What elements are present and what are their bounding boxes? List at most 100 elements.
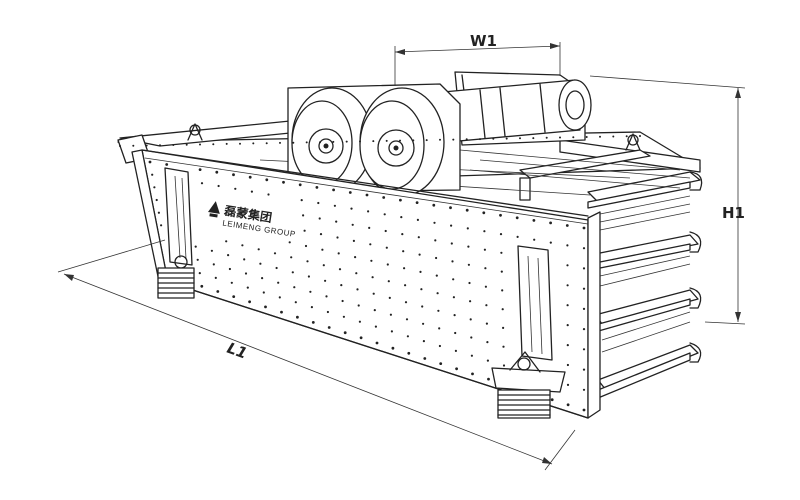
rivet <box>550 398 554 402</box>
rivet <box>300 199 303 202</box>
rivet <box>467 245 470 248</box>
rivet <box>566 344 569 347</box>
rivet <box>566 284 569 287</box>
rivet <box>435 256 438 260</box>
rivet <box>291 271 294 274</box>
rivet <box>389 313 392 316</box>
rivet <box>198 272 201 275</box>
rivet <box>367 210 370 213</box>
rivet <box>351 223 354 226</box>
rivet <box>298 183 302 187</box>
rivet <box>232 295 236 298</box>
rivet <box>450 242 453 245</box>
rivet <box>292 141 295 144</box>
rivet <box>342 315 345 318</box>
rivet <box>307 275 310 278</box>
rivet <box>582 408 586 412</box>
rivet <box>582 226 586 230</box>
rivet <box>318 217 321 220</box>
rivet <box>470 336 473 339</box>
h1-label: H1 <box>722 204 745 222</box>
rivet <box>241 244 244 247</box>
rivet <box>248 175 252 179</box>
rivet <box>145 144 148 147</box>
rivet <box>482 211 486 215</box>
rivet <box>355 272 358 275</box>
rivet <box>505 137 508 140</box>
rivet <box>303 229 306 232</box>
rivet <box>324 279 327 282</box>
rivet <box>401 233 404 236</box>
rivet <box>500 270 503 273</box>
rivet <box>356 288 359 291</box>
rivet <box>406 335 409 338</box>
rivet <box>515 216 519 220</box>
rivet <box>333 204 336 207</box>
left-spring-support <box>157 167 195 299</box>
rivet <box>582 328 586 331</box>
rivet <box>302 214 305 217</box>
rivet <box>359 140 361 143</box>
rivet <box>582 287 586 290</box>
rivet <box>315 186 319 189</box>
rivet <box>433 221 436 224</box>
rivet <box>404 284 407 287</box>
rivet <box>359 336 363 340</box>
vibrator-assembly <box>287 71 592 197</box>
rivet <box>267 193 270 196</box>
rivet <box>420 288 423 291</box>
rivet <box>469 300 472 303</box>
rivet <box>465 138 468 141</box>
rivet <box>335 220 338 223</box>
rivet <box>227 254 230 257</box>
rivet <box>499 233 503 236</box>
rivet <box>502 326 505 329</box>
rivet <box>407 351 411 355</box>
rivet <box>340 284 343 287</box>
rivet <box>337 252 340 255</box>
rivet <box>259 262 262 265</box>
rivet <box>419 270 422 273</box>
rivet <box>374 325 377 328</box>
rivet <box>325 295 328 298</box>
rivet <box>332 188 335 192</box>
rivet <box>148 160 152 164</box>
rivet <box>585 136 588 138</box>
rivet <box>214 276 217 279</box>
rivet <box>225 240 228 243</box>
rivet <box>469 318 472 321</box>
rivet <box>248 300 252 304</box>
rivet <box>321 248 324 251</box>
rivet <box>246 286 249 289</box>
rivet <box>319 233 323 236</box>
rivet <box>228 267 231 271</box>
rivet <box>565 224 569 227</box>
rivet <box>198 168 202 172</box>
rivet <box>375 341 379 345</box>
rivet <box>466 227 469 230</box>
rivet <box>625 135 628 138</box>
rivet <box>304 244 308 248</box>
rivet <box>153 186 156 189</box>
rivet-pattern <box>119 135 641 412</box>
rivet <box>439 362 443 365</box>
rivet <box>467 263 470 266</box>
rivet <box>559 136 561 139</box>
rivet <box>439 138 441 141</box>
w1-label: W1 <box>470 32 497 50</box>
rivet <box>369 243 372 246</box>
rivet <box>501 308 504 311</box>
rivet <box>422 322 425 325</box>
rivet <box>319 141 321 144</box>
rivet <box>234 187 237 190</box>
rivet <box>532 219 536 222</box>
rivet <box>572 136 575 139</box>
rivet <box>326 310 329 314</box>
rivet <box>501 289 504 292</box>
rivet <box>327 326 331 329</box>
right-spring-support <box>491 245 566 419</box>
rivet <box>370 259 373 262</box>
rivet <box>566 363 570 367</box>
rivet <box>196 258 199 261</box>
